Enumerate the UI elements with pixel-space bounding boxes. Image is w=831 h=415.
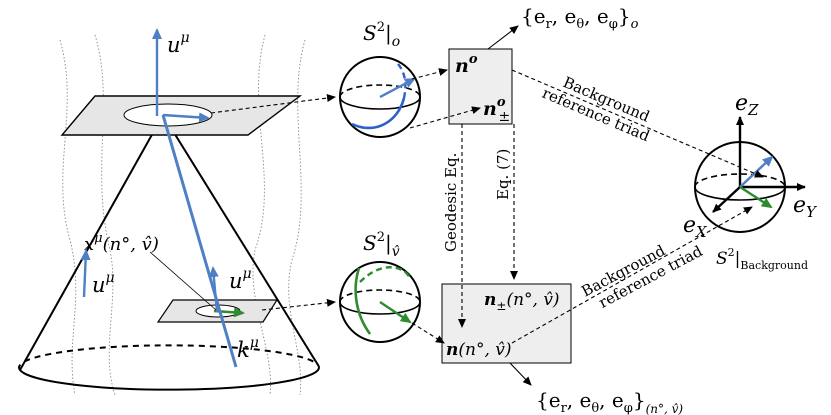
u-mu-mid-label: uμ: [229, 266, 252, 293]
box-observer-n: no: [455, 52, 478, 77]
axis-X: [712, 186, 741, 213]
u-mu-mid-arrow: [208, 266, 219, 313]
connectors: [210, 25, 764, 386]
eq7-label: Eq. (7): [494, 149, 512, 200]
worldline-1: [59, 39, 77, 396]
observer-plane: [60, 95, 303, 136]
box-source-npm: n±(n°, v̂): [484, 290, 560, 313]
axis-Z-label: eZ: [735, 91, 759, 119]
sphere-to-box-observer-pm: [409, 106, 481, 129]
bg-triad-bottom-label: Backgroundreference triad: [578, 226, 705, 317]
triad-observer: {er, eθ, eφ}o: [521, 4, 639, 32]
bg-triad-top-label: Backgroundreference triad: [540, 67, 660, 145]
plane-to-sphere-source: [261, 298, 336, 311]
axis-X-label: eX: [683, 213, 708, 241]
bg-triad-bottom-arrow: [511, 206, 753, 344]
u-mu-left-arrow: [80, 249, 91, 298]
sphere-background: [694, 116, 806, 233]
box-source-n: n(n°, v̂): [446, 340, 512, 360]
box-observer-npm: no±: [483, 95, 510, 125]
k-mu-label: kμ: [237, 335, 259, 362]
x-mu-pointer: [149, 251, 217, 311]
box-to-triad-source: [509, 362, 532, 386]
cone-base-front: [19, 364, 320, 391]
worldlines: [59, 34, 306, 396]
sphere-to-box-observer: [411, 68, 448, 80]
u-mu-left-label: uμ: [92, 270, 115, 297]
axis-Y-label: eY: [793, 193, 818, 221]
sphere-background-label: S2|Background: [716, 246, 808, 272]
sphere-source: [339, 261, 421, 343]
sphere-observer-label: S2|o: [363, 20, 400, 50]
sphere-to-box-source: [411, 322, 445, 344]
light-cone: [18, 114, 320, 391]
worldline-4: [288, 39, 306, 396]
x-mu-label: xμ(n°, v̂): [84, 231, 159, 255]
worldline-2: [94, 34, 116, 396]
sphere-source-label: S2|v̂: [363, 230, 400, 260]
bg-triad-top-arrow: [511, 69, 764, 178]
triad-source: {er, eθ, eφ}(n°, v̂): [536, 388, 683, 415]
u-mu-top-label: uμ: [167, 30, 190, 57]
cone-base-back: [18, 344, 319, 371]
geodesic-eq-label: Geodesic Eq.: [442, 153, 460, 252]
sphere-observer: [339, 56, 421, 138]
box-to-triad-observer: [487, 25, 519, 50]
observer-direction-arrow: [162, 112, 210, 123]
photon-ray: [161, 114, 238, 368]
